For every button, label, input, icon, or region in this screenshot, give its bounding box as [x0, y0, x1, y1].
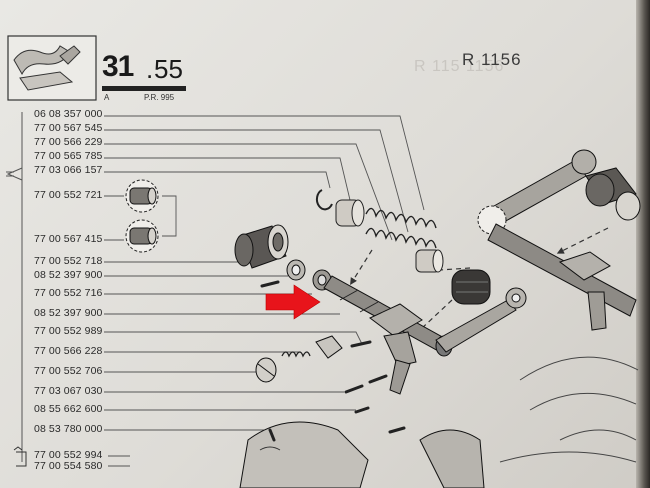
part-number: 08 52 397 900 — [34, 269, 103, 281]
reference-number: 31 — [102, 50, 134, 83]
part-number: 77 00 552 989 — [34, 325, 103, 337]
spring — [365, 207, 437, 249]
ring-washer — [415, 249, 444, 273]
part-number: 77 00 552 994 — [34, 449, 103, 461]
grommet-lower — [125, 219, 159, 253]
part-number: 77 03 067 030 — [34, 385, 103, 397]
part-number: 77 00 566 228 — [34, 345, 103, 357]
part-number: 77 00 567 415 — [34, 233, 103, 245]
model-label: R 1156 — [462, 50, 522, 69]
reference-separator: . — [146, 54, 154, 84]
lever-arm-center — [435, 287, 527, 353]
cylinder-sleeve — [234, 224, 289, 269]
bushing — [335, 199, 365, 227]
gear-cluster-right — [499, 356, 639, 463]
rubber-boot — [451, 269, 491, 305]
plug-screw — [255, 357, 277, 383]
sheet-edge-shadow — [636, 0, 650, 488]
part-number: 08 52 397 900 — [34, 307, 103, 319]
right-lever-assembly — [477, 149, 641, 331]
circlip — [315, 189, 333, 211]
shift-fork-lower — [239, 421, 485, 488]
part-number: 77 00 567 545 — [34, 122, 103, 134]
part-number: 77 00 554 580 — [34, 460, 103, 472]
reference-underline — [102, 86, 186, 91]
red-arrow-icon — [265, 284, 321, 320]
show-through-text: R 115 1156 — [414, 58, 505, 75]
reference-subnumber: 55 — [154, 54, 183, 84]
part-number: 06 08 357 000 — [34, 108, 103, 120]
part-number: 08 53 780 000 — [34, 423, 103, 435]
plunger-cap — [315, 335, 343, 359]
spacer-rings — [286, 259, 332, 291]
part-number: 77 00 566 229 — [34, 136, 103, 148]
reference-suffix-pr: P.R. 995 — [144, 93, 175, 102]
detent-pins — [260, 280, 406, 442]
part-number: 77 00 565 785 — [34, 150, 103, 162]
part-number: 08 55 662 600 — [34, 403, 103, 415]
grommet-upper — [125, 179, 159, 213]
gear-fork-thumbnail-icon — [7, 35, 97, 101]
part-number: 77 00 552 718 — [34, 255, 103, 267]
part-number: 77 00 552 721 — [34, 189, 103, 201]
selector-shaft — [323, 275, 453, 395]
part-number: 77 00 552 706 — [34, 365, 103, 377]
part-number: 77 03 066 157 — [34, 164, 103, 176]
plunger-spring — [281, 351, 311, 358]
part-number: 77 00 552 716 — [34, 287, 103, 299]
reference-suffix-a: A — [104, 93, 110, 102]
